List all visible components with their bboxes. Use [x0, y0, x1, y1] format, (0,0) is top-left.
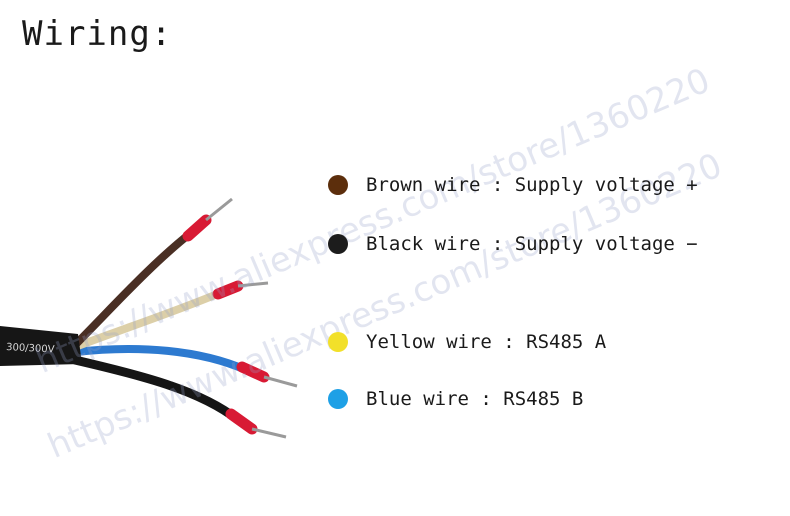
- legend-item-black: Black wire : Supply voltage −: [328, 231, 698, 257]
- legend-item-yellow: Yellow wire : RS485 A: [328, 329, 606, 355]
- legend-label-blue: Blue wire : RS485 B: [366, 388, 584, 410]
- legend-item-blue: Blue wire : RS485 B: [328, 386, 583, 412]
- yellow-dot-icon: [328, 332, 348, 352]
- blue-wire: [71, 345, 298, 388]
- legend-label-brown: Brown wire : Supply voltage +: [366, 174, 698, 196]
- cable-jacket: 300/300V: [0, 326, 82, 366]
- brown-wire: [71, 197, 233, 349]
- yellow-wire: [71, 280, 269, 351]
- blue-dot-icon: [328, 389, 348, 409]
- legend-label-black: Black wire : Supply voltage −: [366, 233, 698, 255]
- black-wire: [70, 355, 287, 439]
- jacket-label: 300/300V: [6, 342, 55, 356]
- legend-label-yellow: Yellow wire : RS485 A: [366, 331, 607, 353]
- brown-dot-icon: [328, 175, 348, 195]
- legend-item-brown: Brown wire : Supply voltage +: [328, 172, 698, 198]
- black-dot-icon: [328, 234, 348, 254]
- diagram-title: Wiring:: [22, 14, 173, 54]
